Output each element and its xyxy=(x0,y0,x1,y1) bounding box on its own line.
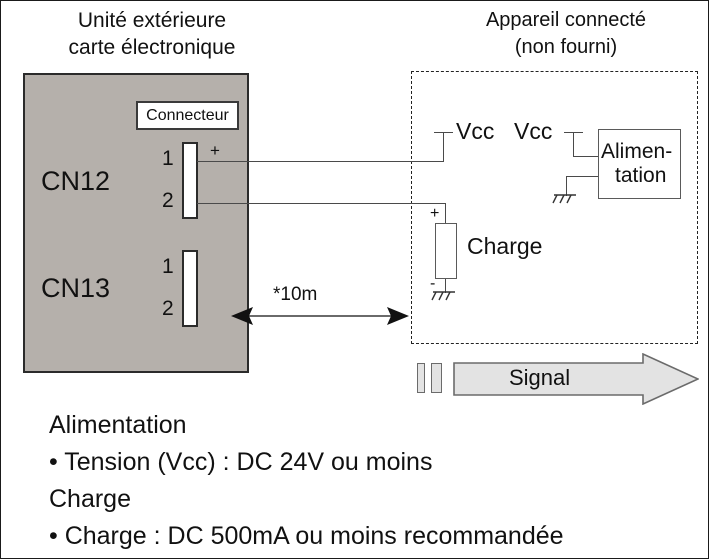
cn13-pin-bar xyxy=(182,250,198,327)
note-voltage-spec: • Tension (Vcc) : DC 24V ou moins xyxy=(49,448,433,476)
load-plus-sign: + xyxy=(430,205,440,222)
ground-icon-power-supply xyxy=(552,194,576,204)
wire-vcc-to-alimentation xyxy=(573,156,599,157)
right-title-line2: (non fourni) xyxy=(514,36,618,58)
note-power-heading: Alimentation xyxy=(49,411,187,439)
cn12-pin-1-label: 1 xyxy=(162,147,174,170)
power-supply-label-line2: tation xyxy=(615,164,667,187)
left-title-line2: carte électronique xyxy=(68,36,236,59)
cn12-pin-2-label: 2 xyxy=(162,189,174,212)
connector-name-cn13: CN13 xyxy=(41,273,111,303)
load-ground-wire xyxy=(445,279,446,293)
ground-icon-load xyxy=(431,291,455,301)
cn13-pin-1-label: 1 xyxy=(162,255,174,278)
power-supply-label-line1: Alimen- xyxy=(601,140,673,164)
wire-pin2-vertical-to-load xyxy=(445,203,446,224)
left-title-line1: Unité extérieure xyxy=(77,9,227,32)
right-title-line1: Appareil connecté xyxy=(485,9,647,31)
connector-label-box: Connecteur xyxy=(136,101,239,130)
signal-label: Signal xyxy=(509,365,571,390)
signal-segment-1 xyxy=(417,363,425,393)
vcc-left-terminal-cap xyxy=(434,132,453,133)
wire-alimentation-to-ground xyxy=(566,176,599,177)
wire-pin2-horizontal xyxy=(197,203,446,204)
distance-label: *10m xyxy=(273,284,318,305)
connector-name-cn12: CN12 xyxy=(41,166,111,196)
cn12-polarity-plus: + xyxy=(210,141,220,160)
note-load-heading: Charge xyxy=(49,485,131,513)
connector-label: Connecteur xyxy=(146,106,229,124)
cn13-pin-2-label: 2 xyxy=(162,297,174,320)
load-resistor-box xyxy=(435,223,457,279)
distance-double-arrow xyxy=(231,307,409,325)
vcc-left-label: Vcc xyxy=(456,118,495,144)
load-minus-sign: - xyxy=(430,275,436,292)
wire-pin1-vertical-to-vcc xyxy=(443,132,444,162)
vcc-right-vertical xyxy=(573,132,574,156)
load-label: Charge xyxy=(467,233,543,259)
alimentation-ground-wire xyxy=(566,176,567,196)
power-supply-box: Alimen- tation xyxy=(598,129,681,199)
cn12-pin-bar xyxy=(182,142,198,219)
signal-segment-2 xyxy=(431,363,442,393)
wire-pin1-horizontal xyxy=(197,161,444,162)
connected-device-region xyxy=(411,71,698,344)
note-current-spec: • Charge : DC 500mA ou moins recommandée xyxy=(49,522,564,550)
vcc-right-label: Vcc xyxy=(514,118,553,144)
signal-arrow xyxy=(453,353,699,405)
